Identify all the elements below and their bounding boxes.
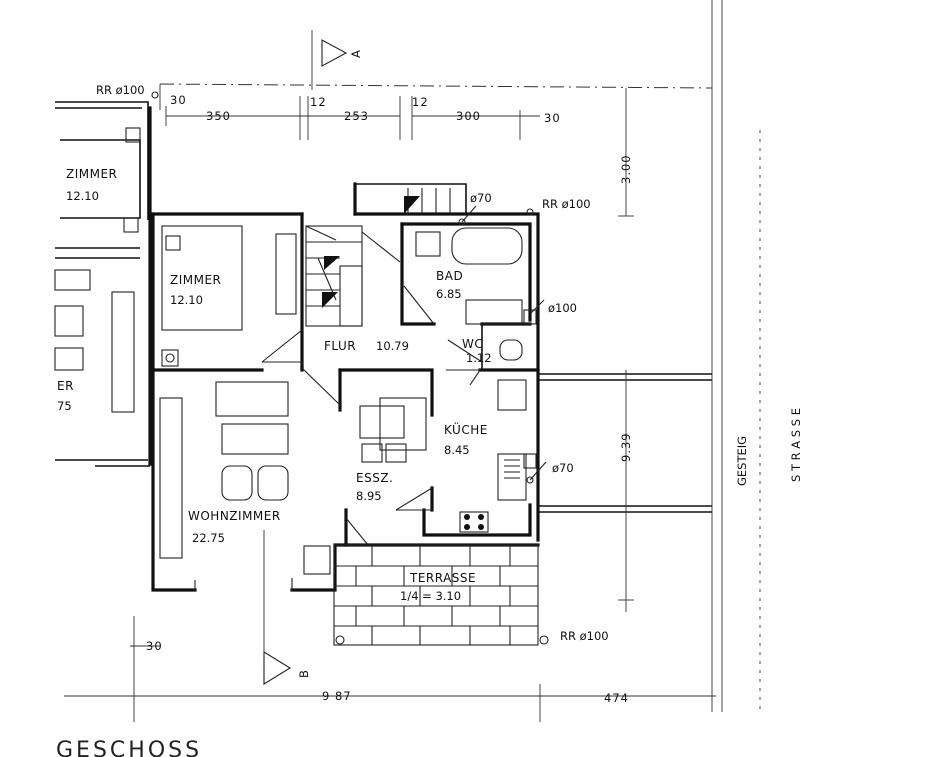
dim-939-vertical: 9.39: [619, 432, 633, 462]
wohnzimmer-name: WOHNZIMMER: [188, 509, 281, 523]
dim-12-a: 12: [310, 95, 327, 109]
essz-name: ESSZ.: [356, 471, 393, 485]
wc-name: WC: [462, 337, 483, 351]
dim-12-b: 12: [412, 95, 429, 109]
section-b-label: B: [297, 669, 311, 678]
zimmer-name: ZIMMER: [170, 273, 221, 287]
street-label: S T R A S S E: [789, 408, 803, 482]
dim-253: 253: [344, 109, 369, 123]
dim-474: 474: [604, 691, 629, 705]
sidewalk-label: GESTEIG: [735, 436, 749, 486]
terrasse-name: TERRASSE: [409, 571, 476, 585]
dimension-lines: [64, 88, 716, 722]
section-marks: [263, 30, 348, 685]
pipe-100-wc-label: ø100: [548, 301, 577, 315]
wohnzimmer-area: 22.75: [192, 531, 225, 545]
neighbour-house: [54, 101, 152, 467]
doors: [194, 231, 483, 590]
room-labels: ZIMMER 12.10 ER 75 ZIMMER 12.10 FLUR 10.…: [57, 167, 492, 603]
flur-name: FLUR: [324, 339, 356, 353]
garden-walls: [538, 373, 712, 513]
essz-area: 8.95: [356, 489, 382, 503]
dim-300: 300: [456, 109, 481, 123]
left-partial-name: ER: [57, 379, 74, 393]
left-partial-area: 75: [57, 399, 72, 413]
rr-bottom-label: RR ø100: [560, 629, 609, 643]
left-zimmer-area: 12.10: [66, 189, 99, 203]
furniture: [159, 225, 537, 575]
kueche-name: KÜCHE: [444, 421, 488, 437]
pipe-70-bad-label: ø70: [470, 191, 492, 205]
dim-30-right: 30: [544, 111, 561, 125]
rr-top-left-label: RR ø100: [96, 83, 145, 97]
bad-name: BAD: [436, 269, 463, 283]
pipe-labels: RR ø100 RR ø100 RR ø100 ø70 ø100 ø70: [96, 83, 609, 643]
bad-area: 6.85: [436, 287, 462, 301]
left-zimmer-name: ZIMMER: [66, 167, 117, 181]
dim-987: 9 87: [322, 689, 352, 703]
terrasse-area: 1/4 = 3.10: [400, 589, 461, 603]
dim-30-left: 30: [170, 93, 187, 107]
wc-area: 1.12: [466, 351, 492, 365]
dim-30-bottom: 30: [146, 639, 163, 653]
dim-300-vertical: 3.00: [619, 154, 633, 184]
drawing-title: GESCHOSS: [56, 738, 202, 757]
rr-top-right-label: RR ø100: [542, 197, 591, 211]
dim-350: 350: [206, 109, 231, 123]
dimension-labels: 350 253 300 30 30 12 12 30 9 87 474 3.00…: [146, 93, 633, 705]
zimmer-area: 12.10: [170, 293, 203, 307]
flur-area: 10.79: [376, 339, 409, 353]
section-a-label: A: [349, 49, 363, 58]
property-lines: [159, 0, 761, 712]
terrace: [333, 544, 549, 646]
pipe-markers: [151, 91, 547, 484]
kueche-area: 8.45: [444, 443, 470, 457]
pipe-70-kueche-label: ø70: [552, 461, 574, 475]
staircase: [305, 188, 451, 327]
